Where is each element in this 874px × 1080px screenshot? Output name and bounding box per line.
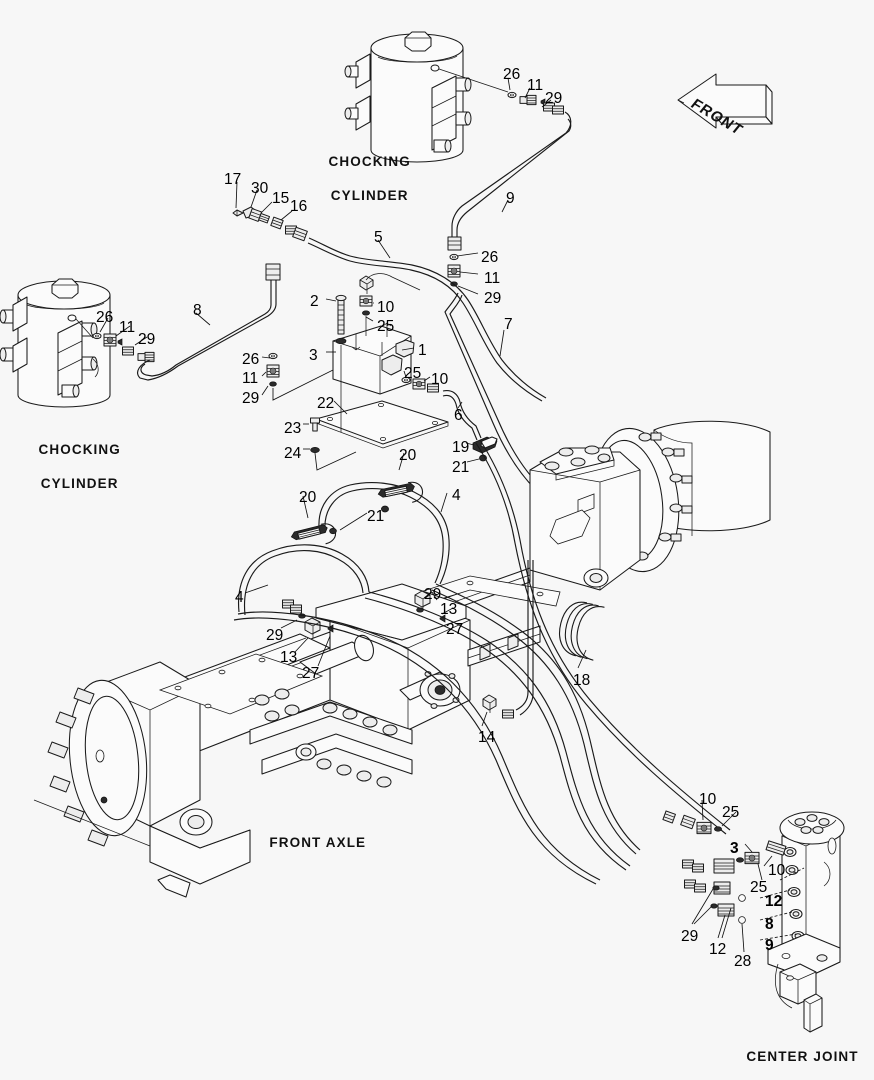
- callout-number: 11: [242, 370, 259, 387]
- group-caption-front-axle: FRONT AXLE: [250, 817, 365, 868]
- callout-number: 14: [478, 729, 496, 746]
- callout-number: 24: [284, 445, 302, 462]
- chocking-cylinder-top-illustration: [344, 31, 509, 163]
- callout-number: 8: [193, 302, 202, 319]
- callout-number: 8: [765, 916, 774, 933]
- callout-number: 29: [138, 331, 156, 348]
- center-joint-fittings: [662, 799, 805, 953]
- chocking-cylinder-left-illustration: [0, 278, 111, 408]
- caption-line-2: CYLINDER: [40, 476, 119, 491]
- hose-bundle: [233, 439, 731, 885]
- callout-number: 9: [506, 190, 515, 207]
- group-caption-chocking-cylinder-top: CHOCKING CYLINDER: [300, 136, 420, 221]
- callout-number: 9: [765, 937, 774, 954]
- front-axle-port-left: [280, 613, 334, 667]
- hoses-4-clamps-20: [237, 452, 450, 616]
- callout-number: 26: [96, 309, 114, 326]
- callout-number: 19: [452, 439, 470, 456]
- callout-number: 28: [734, 953, 752, 970]
- fitting-group-17-30-15-16: [232, 181, 308, 242]
- callout-number: 27: [302, 665, 320, 682]
- fitting-14: [481, 560, 534, 727]
- callout-number: 11: [484, 270, 501, 287]
- callout-number: 29: [545, 90, 563, 107]
- front-arrow-icon: [677, 73, 773, 129]
- callout-number: 12: [709, 941, 727, 958]
- callout-number: 21: [367, 508, 385, 525]
- callout-number: 17: [224, 171, 242, 188]
- callout-number: 29: [266, 627, 284, 644]
- group-caption-center-joint: CENTER JOINT: [727, 1031, 867, 1080]
- callout-number: 22: [317, 395, 335, 412]
- caption-line-1: CENTER JOINT: [746, 1049, 859, 1064]
- caption-line-1: CHOCKING: [38, 442, 121, 457]
- callout-number: 10: [768, 862, 786, 879]
- callout-number: 25: [404, 365, 422, 382]
- callout-number: 6: [454, 407, 463, 424]
- callout-number: 30: [251, 180, 269, 197]
- callout-number: 26: [503, 66, 521, 83]
- callout-number: 25: [377, 318, 395, 335]
- callout-number: 3: [730, 840, 739, 857]
- callout-number: 12: [765, 893, 783, 910]
- caption-line-1: CHOCKING: [328, 154, 411, 169]
- callout-number: 25: [750, 879, 768, 896]
- callout-number: 29: [681, 928, 699, 945]
- callout-number: 13: [440, 601, 458, 618]
- callout-number: 11: [119, 319, 136, 336]
- callout-number: 3: [309, 347, 318, 364]
- callout-number: 10: [699, 791, 717, 808]
- callout-number: 27: [446, 621, 464, 638]
- caption-line-2: CYLINDER: [330, 188, 409, 203]
- callout-number: 29: [242, 390, 260, 407]
- hose-9: [451, 91, 572, 248]
- callout-number: 13: [280, 649, 298, 666]
- callout-number: 29: [424, 586, 442, 603]
- callout-number: 26: [242, 351, 260, 368]
- callout-number: 4: [452, 487, 461, 504]
- clamp-19: [465, 436, 498, 463]
- callout-number: 29: [484, 290, 502, 307]
- hose-8-left: [92, 263, 346, 401]
- callout-number: 10: [431, 371, 449, 388]
- callout-number: 21: [452, 459, 470, 476]
- callout-number: 20: [299, 489, 317, 506]
- fitting-stack-mid: [447, 236, 462, 287]
- hose-5: [307, 237, 547, 402]
- valve-block-assembly: [303, 273, 449, 471]
- callout-number: 16: [290, 198, 308, 215]
- callout-number: 5: [374, 229, 383, 246]
- caption-line-1: FRONT AXLE: [269, 835, 367, 850]
- group-caption-chocking-cylinder-left: CHOCKING CYLINDER: [10, 424, 130, 509]
- rear-axle-assembly: [413, 420, 771, 615]
- callout-number: 4: [235, 589, 244, 606]
- callout-number: 18: [573, 672, 591, 689]
- callout-number: 20: [399, 447, 417, 464]
- callout-number: 7: [504, 316, 513, 333]
- callout-number: 15: [272, 190, 290, 207]
- callout-number: 23: [284, 420, 302, 437]
- callout-number: 25: [722, 804, 740, 821]
- callout-number: 2: [310, 293, 319, 310]
- callout-number: 26: [481, 249, 499, 266]
- hose-6: [442, 389, 482, 441]
- callout-number: 10: [377, 299, 395, 316]
- callout-number: 11: [527, 77, 544, 94]
- center-joint-assembly: [767, 811, 845, 1033]
- callout-number: 1: [418, 342, 427, 359]
